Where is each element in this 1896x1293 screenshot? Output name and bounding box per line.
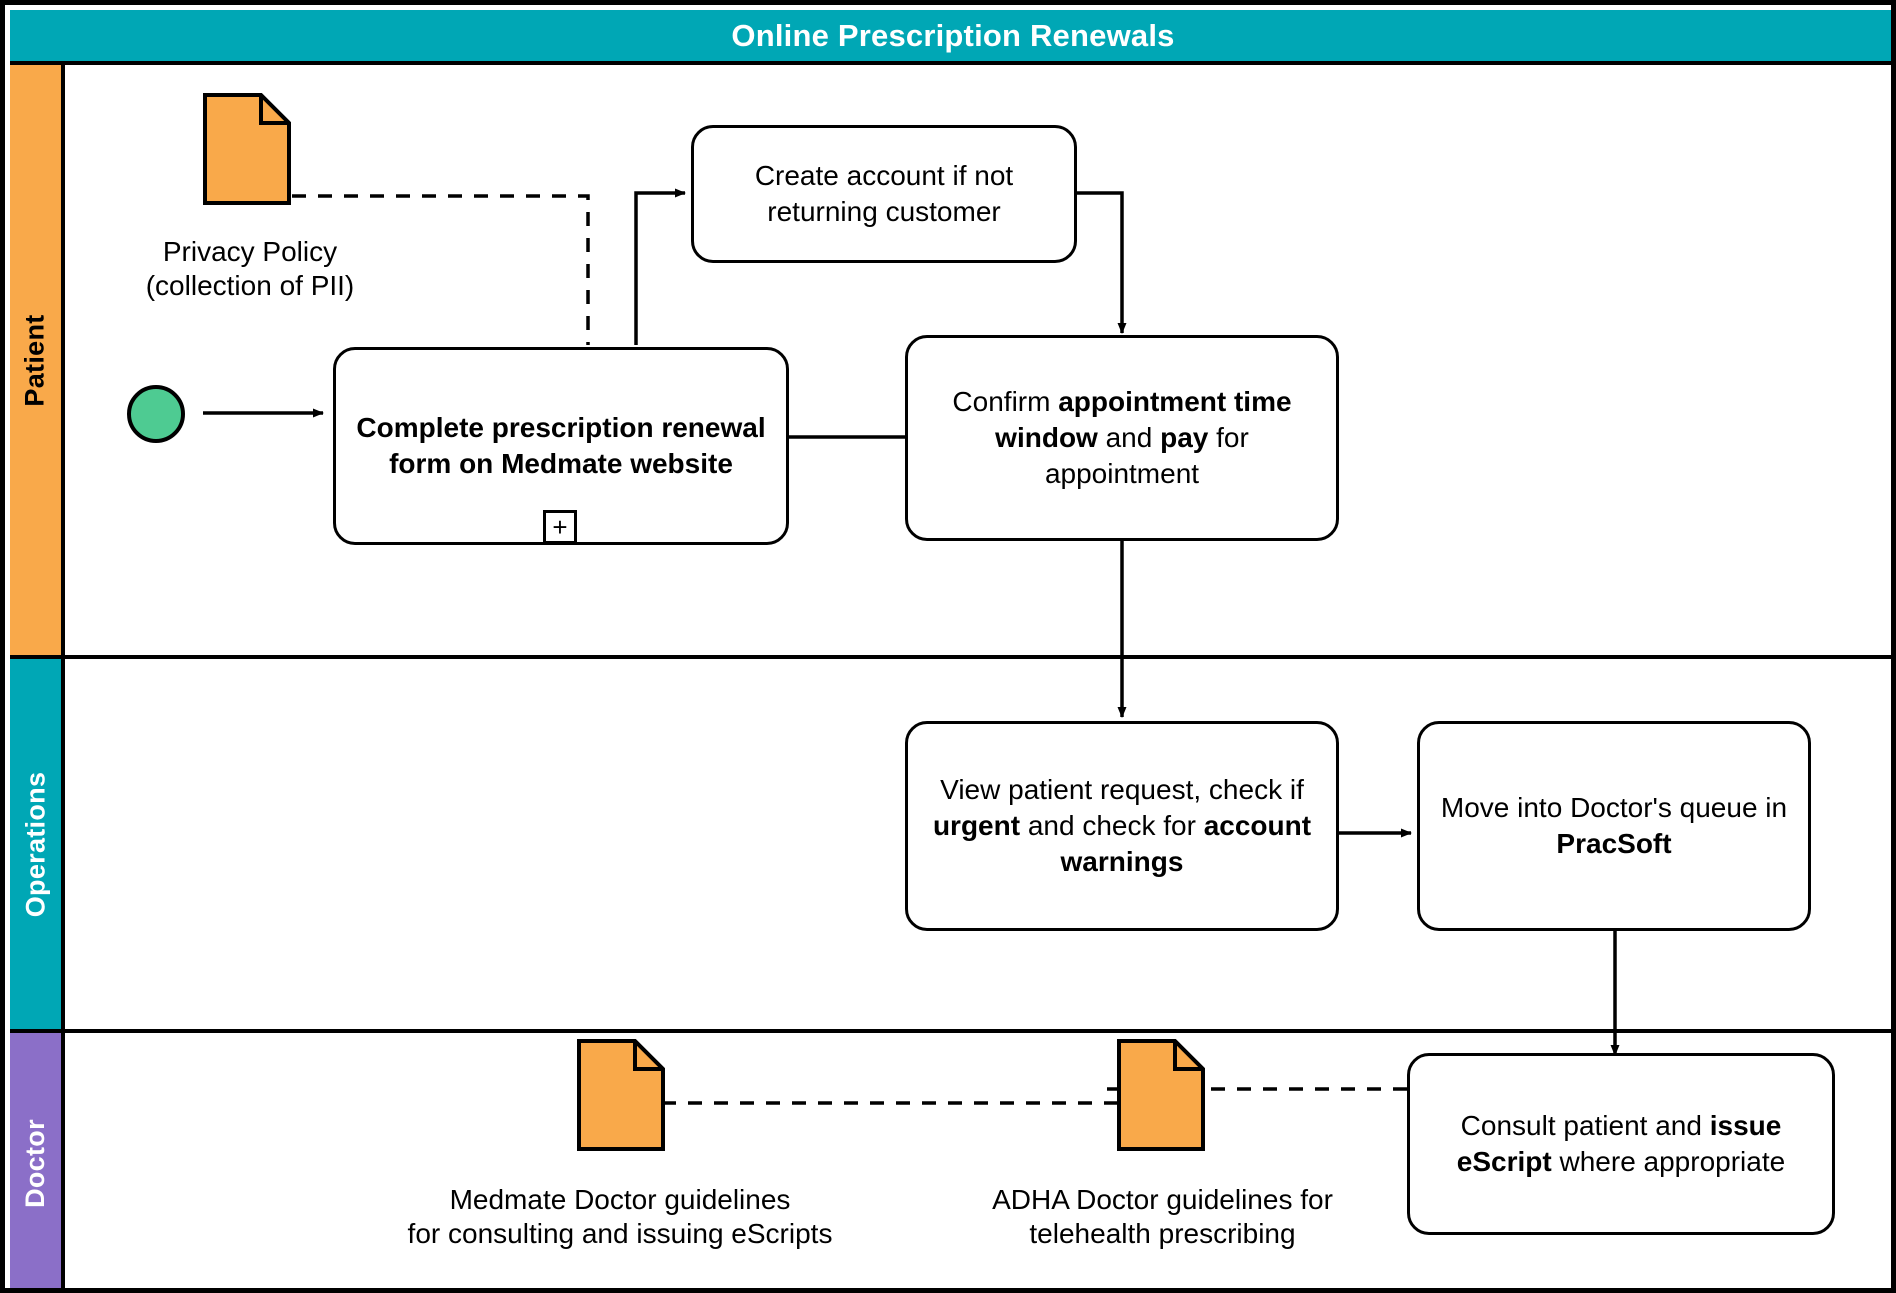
lane-label-doctor: Doctor [20,1118,50,1208]
task-label-complete-prescription-form: Complete prescription renewal form on Me… [356,412,766,479]
document-icon [1117,1039,1205,1151]
lane-divider-patient-operations [10,655,1891,659]
task-confirm-appointment-and-pay[interactable]: Confirm appointment time window and pay … [905,335,1339,541]
data-object-adha-guidelines[interactable] [1117,1039,1205,1151]
lane-divider-operations-doctor [10,1029,1891,1033]
lane-header-patient: Patient [10,65,65,655]
data-object-label-medmate-guidelines: Medmate Doctor guidelines for consulting… [407,1184,833,1250]
data-object-medmate-guidelines[interactable] [577,1039,665,1151]
task-consult-patient-issue-escript[interactable]: Consult patient and issue eScript where … [1407,1053,1835,1235]
lane-header-operations: Operations [10,659,65,1029]
lane-header-doctor: Doctor [10,1033,65,1288]
document-icon [577,1039,665,1151]
subprocess-plus-marker[interactable]: + [543,510,577,544]
task-move-into-doctors-queue[interactable]: Move into Doctor's queue in PracSoft [1417,721,1811,931]
task-label-create-account: Create account if not returning customer [754,160,1014,227]
pool-title: Online Prescription Renewals [10,10,1891,65]
lane-label-patient: Patient [20,313,50,407]
task-label-consult-patient-issue-escript: Consult patient and issue eScript where … [1456,1110,1786,1177]
task-label-view-patient-request: View patient request, check if urgent an… [932,774,1312,877]
task-create-account[interactable]: Create account if not returning customer [691,125,1077,263]
data-object-privacy-policy[interactable] [203,93,291,205]
lane-label-operations: Operations [20,771,50,917]
task-view-patient-request[interactable]: View patient request, check if urgent an… [905,721,1339,931]
data-object-label-adha-guidelines: ADHA Doctor guidelines for telehealth pr… [992,1184,1333,1250]
task-label-confirm-appointment-and-pay: Confirm appointment time window and pay … [952,386,1292,489]
start-event[interactable] [127,385,185,443]
document-icon [203,93,291,205]
data-object-label-privacy-policy: Privacy Policy (collection of PII) [145,236,355,302]
task-label-move-into-doctors-queue: Move into Doctor's queue in PracSoft [1440,792,1788,859]
